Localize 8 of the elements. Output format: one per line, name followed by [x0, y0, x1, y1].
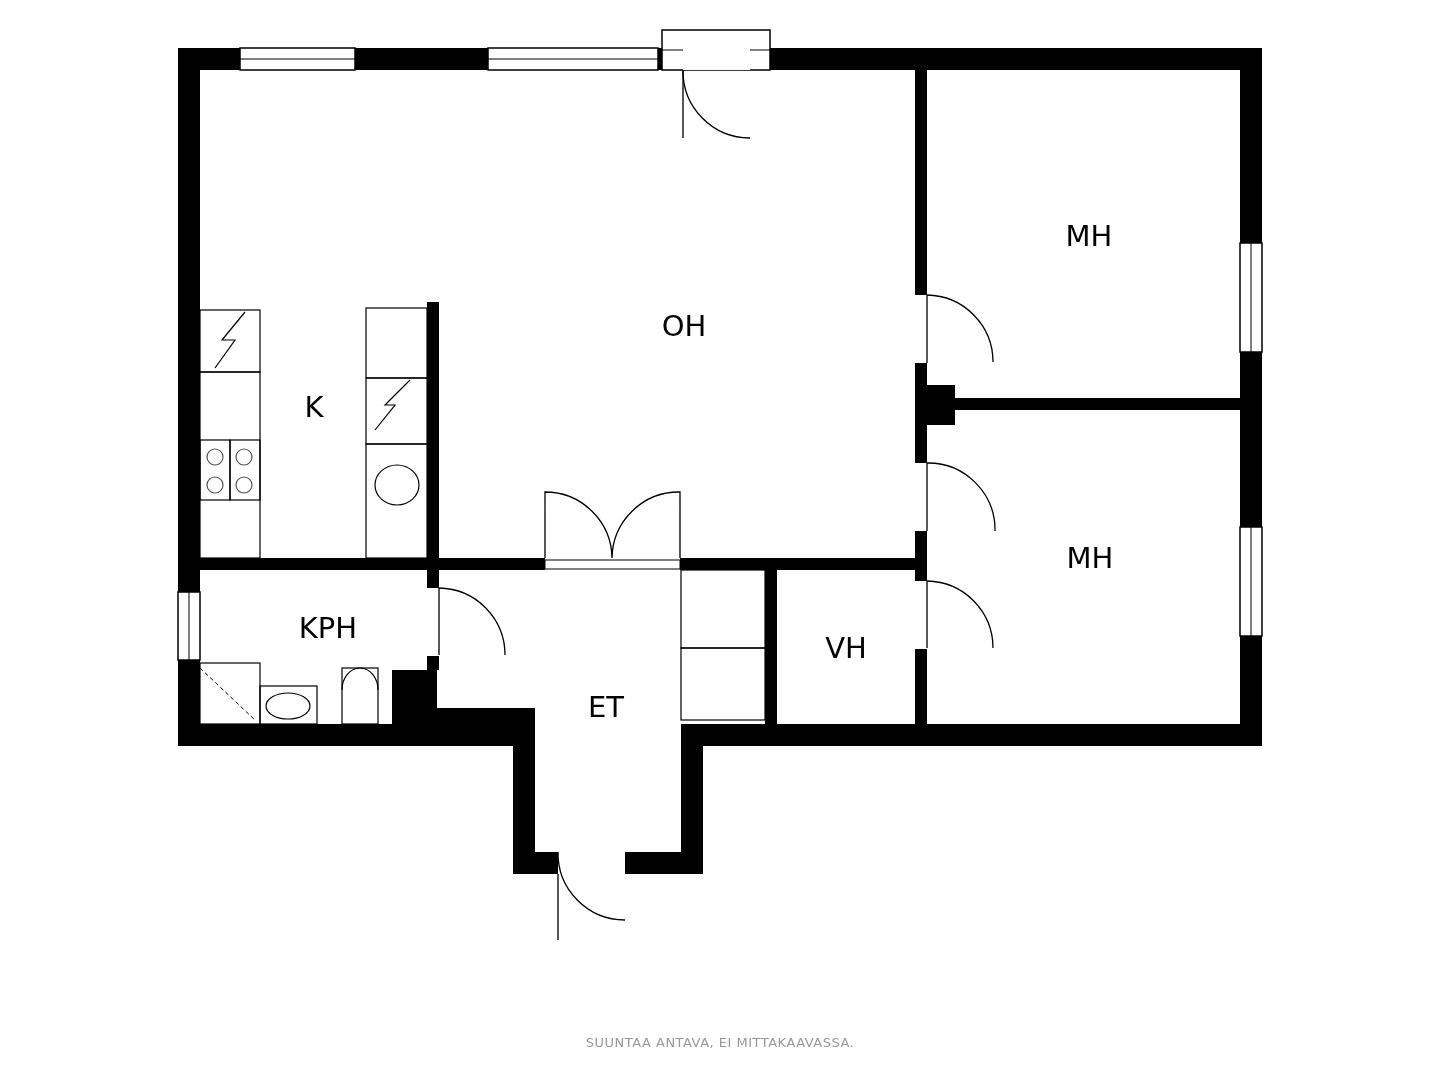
caption: SUUNTAA ANTAVA, EI MITTAKAAVASSA. [585, 1034, 855, 1050]
room-label: MH [1066, 541, 1114, 575]
room-label: K [304, 390, 324, 424]
room-label: ET [588, 690, 624, 724]
room-label: KPH [298, 611, 358, 645]
room-label: MH [1065, 219, 1113, 253]
room-label: OH [661, 309, 707, 343]
room-label: VH [825, 631, 867, 665]
